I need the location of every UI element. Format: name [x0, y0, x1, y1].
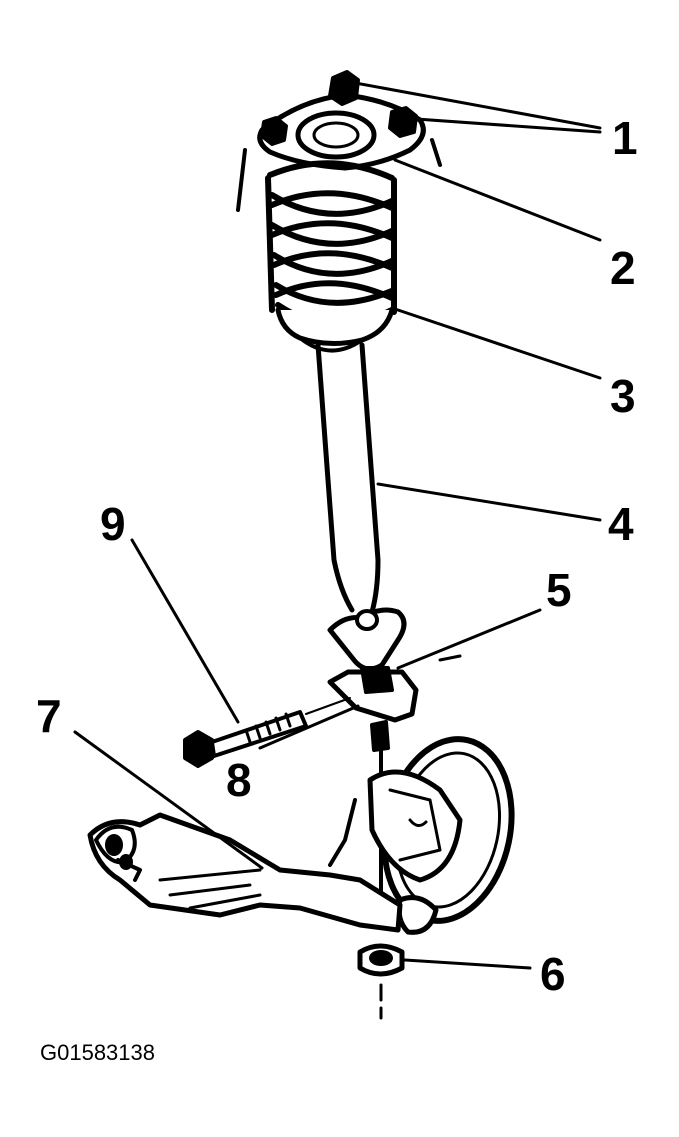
callout-9: 9 [100, 498, 126, 550]
link-nut-drawing [357, 943, 405, 1020]
knuckle-hub-drawing [367, 736, 515, 935]
callout-1: 1 [612, 112, 638, 164]
callout-3: 3 [610, 370, 636, 422]
bolt-drawing [183, 697, 351, 768]
leader-lines [73, 80, 602, 970]
mount-nuts-drawing [260, 70, 418, 146]
callout-7: 7 [36, 690, 62, 742]
strut-bracket-drawing [327, 607, 462, 723]
callout-2: 2 [610, 242, 636, 294]
figure-id-label: G01583138 [40, 1040, 155, 1065]
callout-4: 4 [608, 498, 634, 550]
spring-seat-drawing [275, 307, 395, 353]
callout-8: 8 [226, 754, 252, 806]
coil-spring-drawing [265, 160, 397, 327]
callout-6: 6 [540, 948, 566, 1000]
strut-body-drawing [315, 342, 381, 615]
control-arm-drawing [87, 798, 403, 933]
callout-5: 5 [546, 564, 572, 616]
upper-mount-drawing [236, 92, 442, 212]
